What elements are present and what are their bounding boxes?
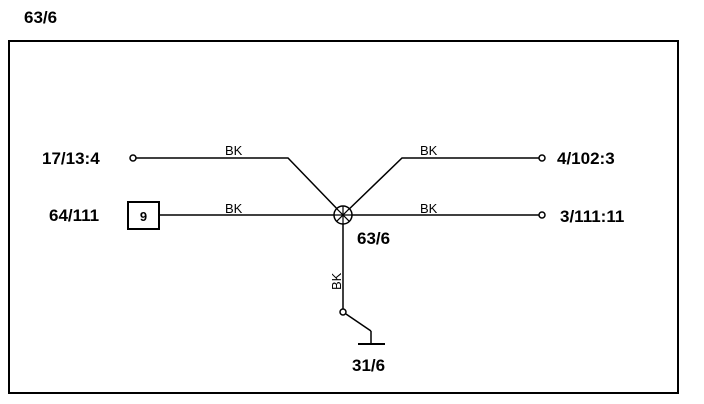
connector-label-right-mid: 3/111:11 (560, 207, 624, 226)
wire-right-top (342, 157, 539, 216)
ground-icon (345, 313, 385, 345)
splice-label: 63/6 (357, 229, 390, 248)
diagram-title: 63/6 (24, 8, 57, 27)
terminal-ground (339, 308, 347, 316)
connector-box-number: 9 (140, 209, 147, 224)
wire-left-top (136, 157, 344, 216)
connector-label-left-mid: 64/111 (49, 206, 99, 225)
connector-label-right-top: 4/102:3 (557, 149, 615, 168)
connector-box-left-mid (127, 201, 160, 230)
terminal-right-mid (538, 211, 546, 219)
wire-label-left-mid: BK (225, 201, 243, 216)
wire-label-down: BK (329, 272, 344, 290)
wire-label-right-mid: BK (420, 201, 438, 216)
wire-label-left-top: BK (225, 143, 243, 158)
connector-label-left-top: 17/13:4 (42, 149, 100, 168)
ground-label: 31/6 (352, 356, 385, 375)
terminal-left-top (129, 154, 137, 162)
terminal-right-top (538, 154, 546, 162)
splice-icon (333, 205, 353, 225)
wire-label-right-top: BK (420, 143, 438, 158)
diagram-frame (8, 40, 679, 394)
